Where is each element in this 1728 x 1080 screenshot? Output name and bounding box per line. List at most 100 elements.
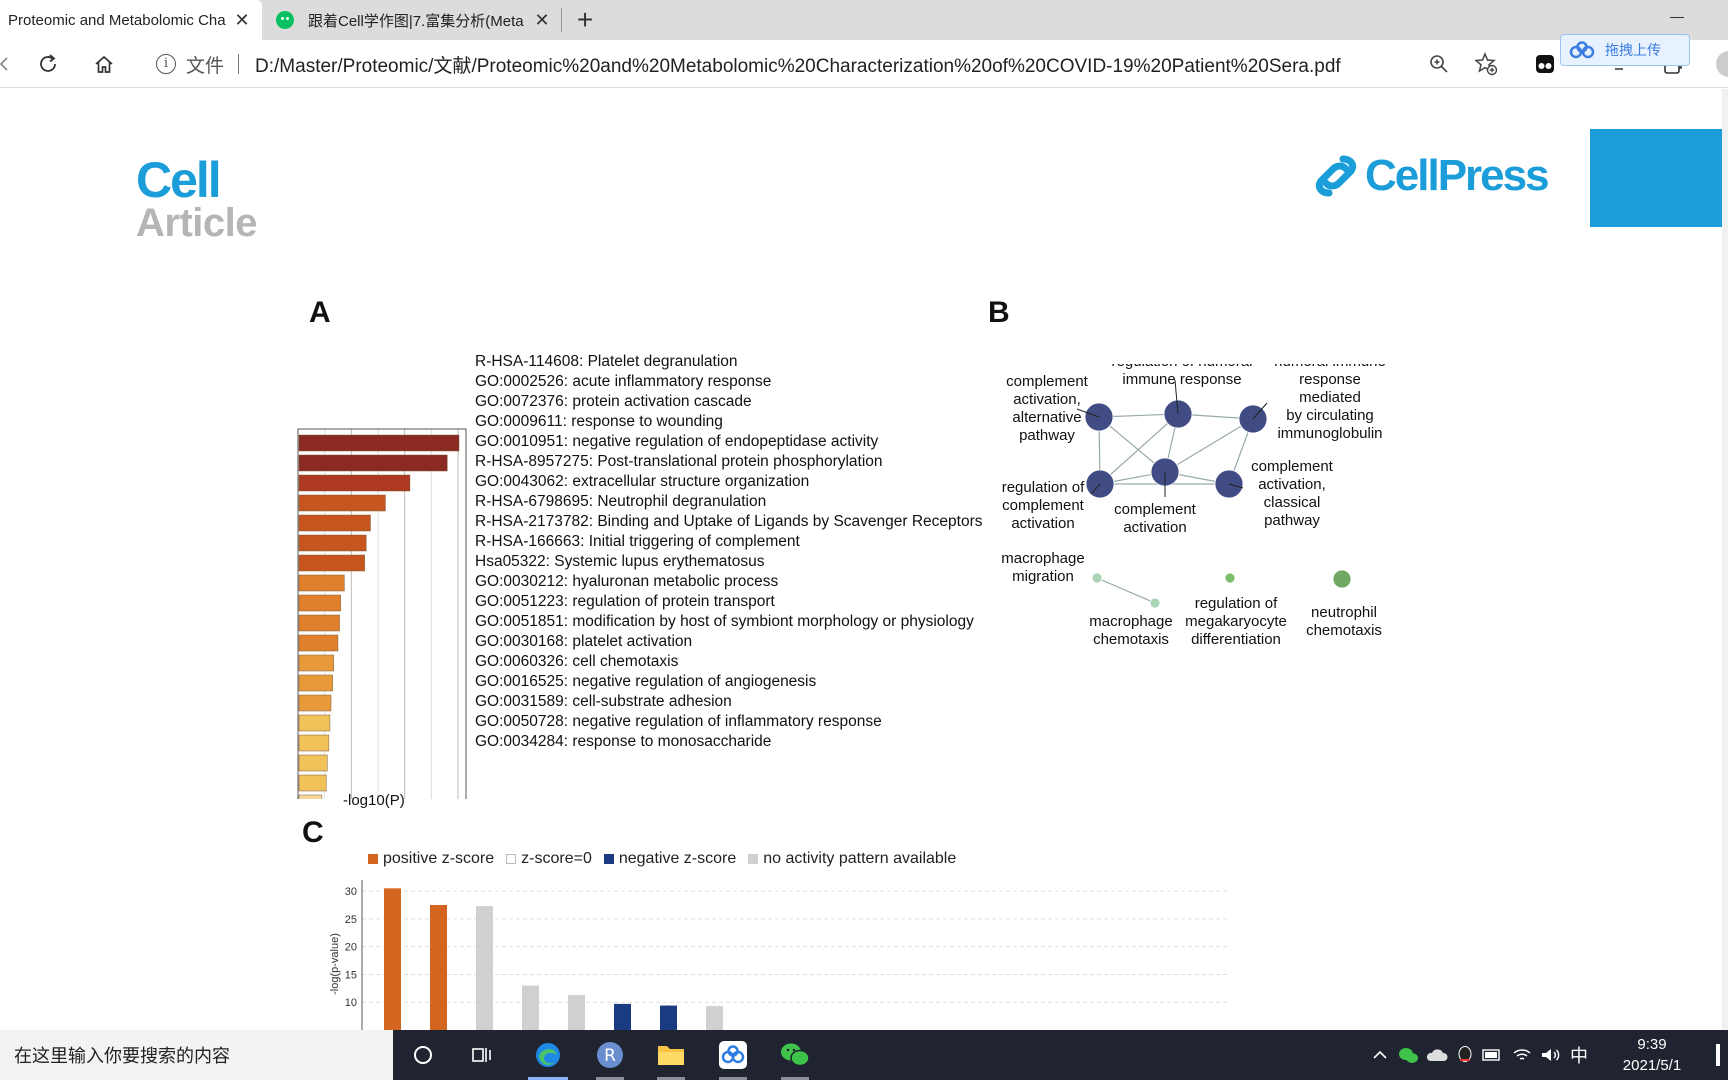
term-label: R-HSA-114608: Platelet degranulation — [475, 353, 738, 370]
term-label: R-HSA-2173782: Binding and Uptake of Lig… — [475, 513, 983, 530]
url-divider — [238, 54, 240, 74]
taskbar-clock[interactable]: 9:39 2021/5/1 — [1614, 1034, 1690, 1076]
legend-label: negative z-score — [618, 850, 737, 867]
volume-icon[interactable] — [1540, 1046, 1562, 1064]
pathway-bar — [568, 995, 585, 1030]
home-icon[interactable] — [88, 48, 120, 80]
panel-label-a: A — [309, 296, 331, 329]
legend-swatch — [603, 854, 614, 864]
cellpress-logo: CellPress — [1313, 151, 1550, 201]
page-scrollbar[interactable] — [1722, 89, 1728, 1030]
pathway-bar — [614, 1003, 631, 1030]
journal-logo: Cell — [136, 152, 222, 208]
network-node — [1149, 597, 1161, 609]
new-tab-icon[interactable]: + — [576, 4, 594, 35]
enrichment-bar — [298, 614, 340, 632]
close-icon[interactable]: ✕ — [534, 9, 550, 30]
windows-taskbar: 在这里输入你要搜索的内容 R 中 9:39 2021/5/1 — [0, 1030, 1728, 1080]
taskbar-search-input[interactable]: 在这里输入你要搜索的内容 — [0, 1030, 393, 1080]
panel-label-b: B — [988, 296, 1010, 329]
plot-frame — [297, 428, 467, 799]
pathway-bar — [430, 905, 447, 1030]
wechat-tray-icon[interactable] — [1398, 1046, 1418, 1064]
enrichment-bar — [298, 714, 331, 732]
y-axis-title: -log(p-value) — [329, 933, 341, 995]
r-app-icon[interactable]: R — [590, 1035, 630, 1080]
qq-icon[interactable] — [1456, 1045, 1474, 1065]
network-node-label: humoral immuneresponsemediatedby circula… — [1274, 364, 1386, 442]
enrichment-bar — [298, 574, 345, 592]
tab-wechat-article[interactable]: 跟着Cell学作图|7.富集分析(Meta ✕ — [272, 0, 562, 40]
header-color-block — [1590, 129, 1722, 227]
pdf-page: Cell Article CellPress A B C 0102030 R-H… — [0, 89, 1722, 1030]
tray-overflow-icon[interactable] — [1372, 1047, 1388, 1063]
edge-browser-icon[interactable] — [528, 1035, 568, 1080]
add-favorite-icon[interactable] — [1474, 48, 1498, 80]
enrichment-network: complementactivation,alternativepathwayr… — [1001, 364, 1386, 648]
panel-label-c: C — [302, 816, 324, 849]
cellpress-emblem-icon — [1315, 155, 1357, 197]
y-tick-label: 20 — [345, 942, 357, 954]
enrichment-bar — [298, 534, 367, 552]
file-explorer-icon[interactable] — [651, 1035, 691, 1080]
cortana-icon[interactable] — [403, 1035, 443, 1075]
close-icon[interactable]: ✕ — [234, 9, 250, 30]
legend-label: positive z-score — [383, 850, 495, 867]
onedrive-icon[interactable] — [1426, 1047, 1448, 1063]
wechat-app-icon[interactable] — [775, 1035, 815, 1080]
extension-icon[interactable] — [1534, 48, 1556, 80]
network-node-label: regulation of humoralimmune response — [1112, 364, 1253, 388]
pathway-bar — [660, 1005, 677, 1030]
legend-swatch — [748, 854, 759, 864]
term-label: GO:0050728: negative regulation of infla… — [475, 713, 882, 730]
publisher-name: CellPress — [1365, 151, 1550, 200]
baidu-cloud-icon — [1569, 41, 1595, 59]
legend-item: no activity pattern available — [748, 850, 956, 868]
refresh-icon[interactable] — [32, 48, 64, 80]
label-leader-line — [1090, 483, 1101, 495]
back-icon[interactable] — [0, 48, 8, 80]
baidu-netdisk-icon[interactable] — [713, 1035, 753, 1080]
upload-badge[interactable]: 拖拽上传 — [1560, 34, 1690, 66]
address-bar[interactable]: i 文件 D:/Master/Proteomic/文献/Proteomic%20… — [140, 45, 1485, 83]
url-text: D:/Master/Proteomic/文献/Proteomic%20and%2… — [255, 55, 1341, 77]
system-tray: 中 — [1372, 1030, 1588, 1080]
show-desktop-button[interactable] — [1716, 1044, 1720, 1066]
wifi-icon[interactable] — [1512, 1046, 1532, 1064]
enrichment-bar — [298, 774, 327, 792]
term-label: GO:0010951: negative regulation of endop… — [475, 433, 879, 450]
tab-strip: Proteomic and Metabolomic Cha ✕ 跟着Cell学作… — [0, 0, 1728, 40]
legend-swatch — [368, 854, 378, 864]
minimize-icon[interactable] — [1670, 17, 1684, 18]
ime-indicator[interactable]: 中 — [1570, 1046, 1588, 1066]
zoom-icon[interactable] — [1428, 48, 1450, 80]
pathway-bar — [476, 906, 493, 1030]
battery-icon[interactable] — [1482, 1048, 1502, 1062]
label-leader-line — [1076, 408, 1100, 418]
legend-label: no activity pattern available — [763, 850, 957, 867]
upload-badge-label: 拖拽上传 — [1605, 42, 1661, 58]
tab-title: Proteomic and Metabolomic Cha — [8, 11, 226, 29]
enrichment-bar — [298, 554, 365, 572]
enrichment-bar — [298, 734, 330, 752]
task-view-icon[interactable] — [463, 1035, 503, 1075]
label-leader-line — [1174, 379, 1179, 415]
tab-pdf[interactable]: Proteomic and Metabolomic Cha ✕ — [0, 0, 262, 40]
term-label: GO:0030168: platelet activation — [475, 633, 693, 650]
y-tick-label: 25 — [345, 914, 357, 926]
enrichment-bar — [298, 494, 386, 512]
y-tick-label: 15 — [345, 969, 357, 981]
legend-item: positive z-score — [368, 850, 494, 868]
term-label: R-HSA-6798695: Neutrophil degranulation — [475, 493, 767, 510]
profile-avatar-icon[interactable] — [1714, 48, 1728, 80]
term-label: GO:0002526: acute inflammatory response — [475, 373, 772, 390]
enrichment-bar — [298, 474, 411, 492]
info-icon[interactable]: i — [156, 54, 176, 74]
network-node — [1332, 569, 1352, 589]
enrichment-bar — [298, 654, 334, 672]
svg-text:R: R — [604, 1046, 616, 1066]
enrichment-bar — [298, 754, 328, 772]
